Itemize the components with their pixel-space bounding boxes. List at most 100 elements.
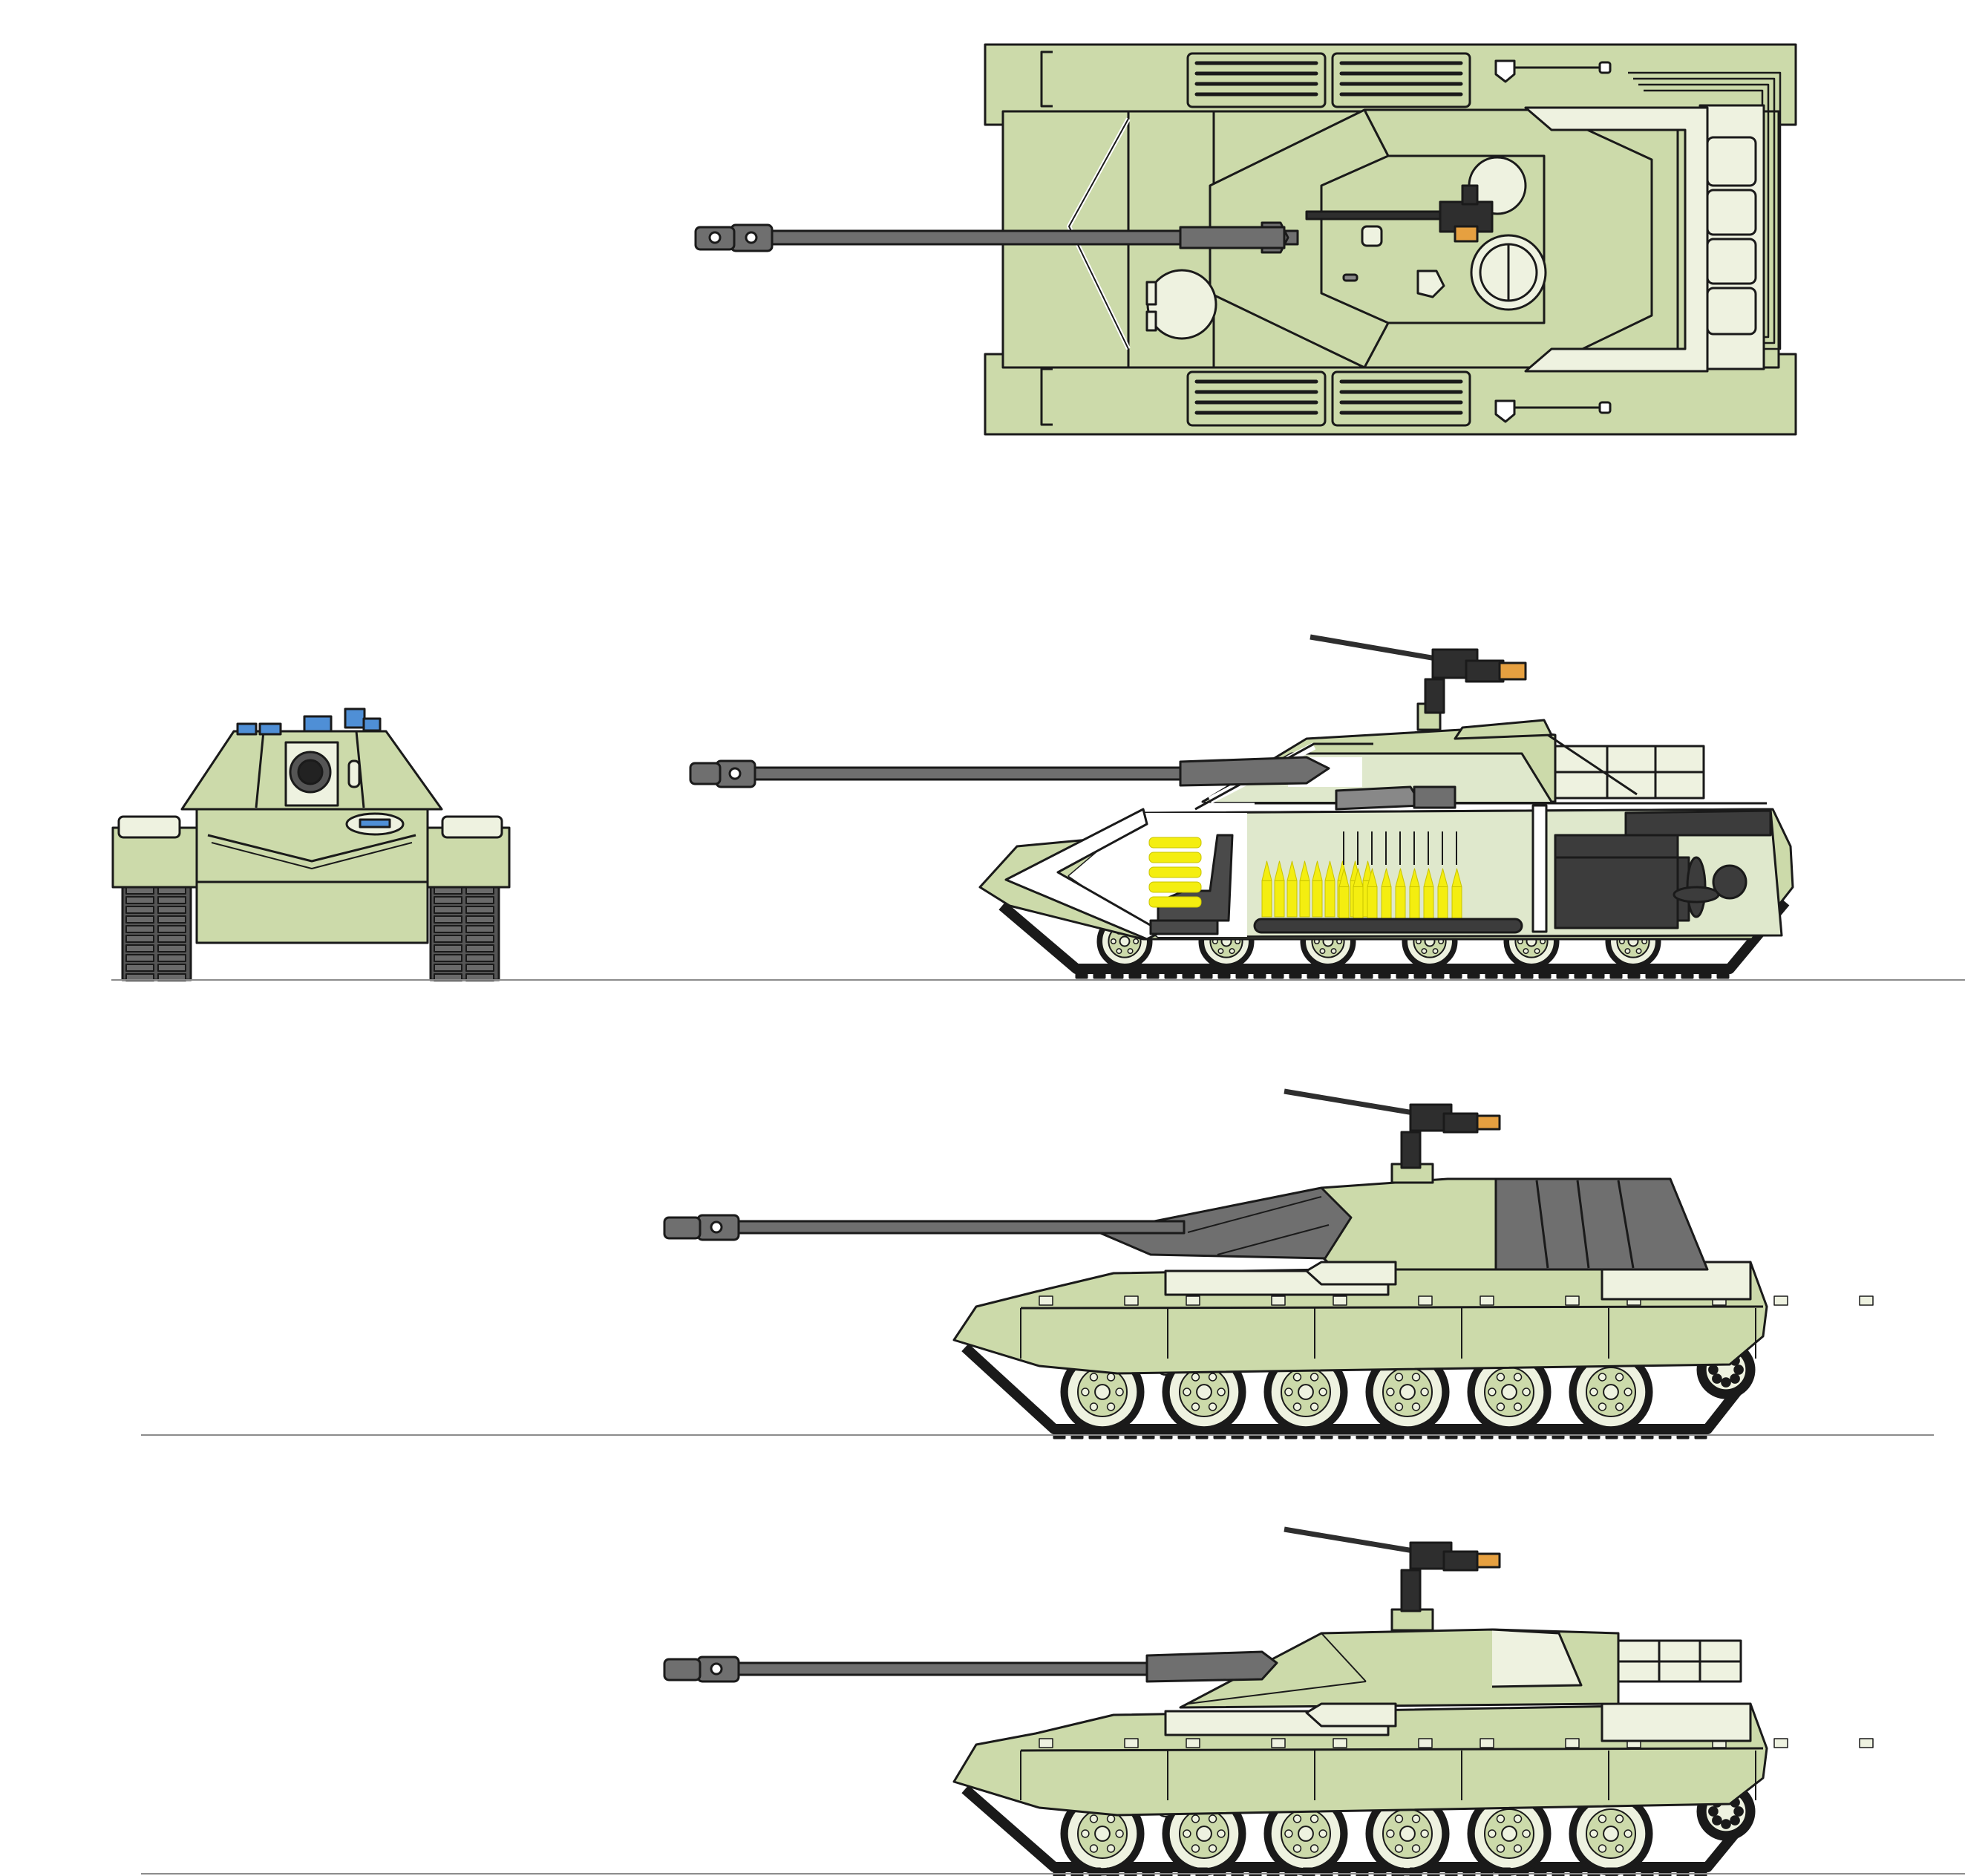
track-link — [125, 964, 154, 972]
track-link — [157, 906, 186, 914]
track-link — [157, 915, 186, 924]
track-link — [157, 925, 186, 933]
skirt-mount — [1859, 1295, 1874, 1306]
cutaway-heavy-machine-gun — [1310, 634, 1527, 714]
track-link — [434, 935, 462, 943]
cutaway-fan-icon — [1673, 856, 1720, 918]
skirt-mount — [1418, 1738, 1433, 1748]
cutaway-engine-deck — [1624, 809, 1772, 837]
track-link — [465, 954, 494, 962]
track-link — [157, 935, 186, 943]
armored-rear-plate — [1494, 1177, 1709, 1271]
standard-main-gun — [663, 1650, 1278, 1683]
top-main-gun — [694, 221, 1299, 254]
cutaway-bulkhead — [1531, 804, 1548, 933]
side-view-standard — [663, 1526, 1874, 1876]
road-wheel — [1263, 1350, 1348, 1434]
track-link — [157, 896, 186, 904]
ammo-round — [1148, 896, 1202, 908]
track-link — [434, 954, 462, 962]
side-view-armored — [663, 1088, 1874, 1439]
track-link — [465, 896, 494, 904]
top-tow-bracket-left — [1040, 50, 1053, 108]
cutaway-glacis — [1004, 808, 1163, 941]
track-link — [125, 935, 154, 943]
cutaway-vertical-rounds — [1338, 831, 1462, 921]
track-link — [125, 915, 154, 924]
track-link — [157, 964, 186, 972]
track-link — [434, 964, 462, 972]
road-wheel — [1060, 1350, 1145, 1434]
road-wheel — [1365, 1350, 1450, 1434]
track-link — [125, 944, 154, 952]
skirt-mount — [1271, 1295, 1286, 1306]
skirt-mount — [1418, 1295, 1433, 1306]
cutaway-final-drive — [1712, 864, 1747, 900]
standard-hull — [952, 1702, 1768, 1817]
track-link — [434, 896, 462, 904]
skirt-mount — [1565, 1295, 1580, 1306]
ammo-round — [1437, 868, 1448, 921]
ammo-round — [1312, 860, 1323, 918]
standard-track — [961, 1785, 1753, 1872]
cutaway-front-ammo-rack — [1148, 837, 1202, 908]
track-links — [1053, 1867, 1707, 1876]
armored-side-skirt-panels — [1020, 1295, 1874, 1359]
armored-tool-stowage — [1305, 1261, 1397, 1286]
skirt-mount — [1773, 1295, 1788, 1306]
road-wheel — [1365, 1791, 1450, 1876]
track-link — [125, 925, 154, 933]
track-link — [465, 964, 494, 972]
ammo-round — [1367, 868, 1378, 921]
track-link — [465, 915, 494, 924]
top-stowage-boxes — [1706, 136, 1757, 336]
track-link — [465, 944, 494, 952]
front-view — [111, 707, 511, 981]
track-link — [434, 915, 462, 924]
skirt-mount — [1124, 1738, 1139, 1748]
top-rear-frame — [1524, 106, 1709, 373]
top-tow-bracket-right — [1040, 367, 1053, 426]
track-link — [465, 935, 494, 943]
ammo-round — [1148, 837, 1202, 849]
cutaway-engine — [1554, 834, 1690, 929]
ammo-round — [1286, 860, 1298, 918]
track-link — [434, 906, 462, 914]
standard-cupola — [1390, 1608, 1434, 1632]
skirt-mount — [1859, 1738, 1874, 1748]
track-link — [465, 906, 494, 914]
top-periscope — [1145, 281, 1157, 306]
track-link — [465, 925, 494, 933]
armored-track — [961, 1343, 1753, 1434]
skirt-mount — [1565, 1738, 1580, 1748]
standard-heavy-machine-gun — [1284, 1526, 1501, 1612]
ammo-round — [1324, 860, 1335, 918]
ammo-round — [1395, 868, 1406, 921]
ammo-round — [1381, 868, 1392, 921]
standard-tool-stowage — [1305, 1702, 1397, 1728]
armored-main-gun — [663, 1214, 1186, 1241]
top-louver-slats — [1194, 61, 1463, 415]
skirt-mount — [1186, 1295, 1200, 1306]
skirt-mount — [1773, 1738, 1788, 1748]
cutaway-view — [689, 634, 1794, 979]
ammo-round — [1353, 868, 1364, 921]
track-links — [1075, 969, 1730, 979]
ammo-round — [1148, 866, 1202, 878]
top-view — [694, 43, 1797, 436]
top-heavy-machine-gun — [1305, 184, 1494, 243]
skirt-mount — [1124, 1295, 1139, 1306]
skirt-mount — [1271, 1738, 1286, 1748]
ammo-round — [1299, 860, 1310, 918]
road-wheel — [1467, 1791, 1552, 1876]
standard-engine-louvers — [1601, 1702, 1752, 1742]
track-link — [125, 896, 154, 904]
ammo-round — [1148, 852, 1202, 863]
track-link — [157, 944, 186, 952]
track-link — [125, 954, 154, 962]
road-wheel — [1569, 1350, 1653, 1434]
skirt-mount — [1186, 1738, 1200, 1748]
top-driver-hatch — [1146, 269, 1217, 340]
skirt-mount — [1039, 1738, 1053, 1748]
